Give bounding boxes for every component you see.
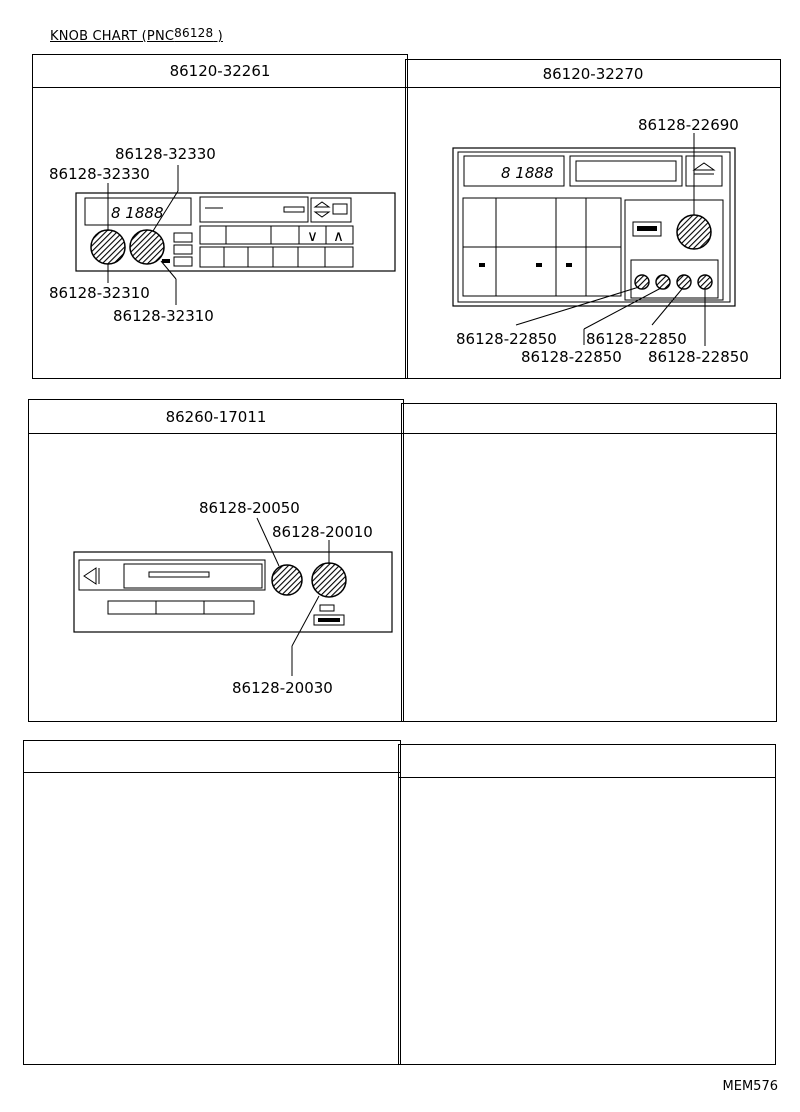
callout-tone-knob-3: 86128-22850: [586, 330, 687, 348]
display-text: 8 1888: [111, 204, 164, 222]
panel-header: 86120-32261: [33, 55, 407, 88]
title-pnc: 86128: [174, 26, 214, 40]
display-text: 8 1888: [501, 164, 554, 182]
cassette-slot: [199, 196, 309, 223]
panel-header: [399, 745, 775, 778]
title-prefix: KNOB CHART (PNC: [50, 29, 175, 44]
tone-knob-1: [634, 274, 650, 290]
cassette-slot: [569, 155, 683, 187]
eject-button: [310, 197, 352, 223]
panel-empty-6: [398, 744, 776, 1065]
callout-knob-large: 86128-20010: [272, 523, 373, 541]
main-knob: [676, 214, 712, 250]
display-window: [84, 197, 192, 226]
callout-knob-lower: 86128-20030: [232, 679, 333, 697]
cassette-slot: [78, 559, 266, 591]
panel-header: 86120-32270: [406, 60, 780, 88]
drawing-code: MEM576: [722, 1079, 778, 1094]
seek-down-glyph: ∨: [307, 227, 318, 245]
tuning-knob: [129, 229, 165, 265]
preset-buttons: [107, 600, 255, 615]
callout-tone-knob-2: 86128-22850: [521, 348, 622, 366]
tone-knob-2: [655, 274, 671, 290]
preset-row-upper: [199, 225, 354, 245]
panel-86260-17011: 86260-17011 86128-20050 86128-20010 8612: [28, 399, 404, 722]
panel-header: 86260-17011: [29, 400, 403, 434]
faceplate: [75, 192, 396, 272]
tone-knob-4: [697, 274, 713, 290]
radio-drawing-86120-32261: 8 1888 ∨ ∧ 86128-32330: [49, 145, 396, 325]
chart-title: KNOB CHART (PNC86128 ): [50, 26, 223, 44]
panel-header: [402, 404, 776, 434]
eject-button: [685, 155, 723, 187]
panel-86120-32270: 86120-32270 8 1888: [405, 59, 781, 379]
callout-tone-knob-4: 86128-22850: [648, 348, 749, 366]
faceplate: [73, 551, 393, 633]
radio-drawing-86120-32270: 8 1888 86128-22690 86128-22850 8: [452, 116, 749, 366]
radio-drawing-86260-17011: 86128-20050 86128-20010 86128-20030: [73, 499, 393, 697]
callout-knob-small: 86128-20050: [199, 499, 300, 517]
model-number: 86120-32261: [169, 62, 271, 80]
panel-empty-5: [23, 740, 401, 1065]
panel-empty-4: [401, 403, 777, 722]
display-window: [463, 155, 565, 187]
tone-knob-3: [676, 274, 692, 290]
callout-tuning-knob-upper: 86128-32330: [115, 145, 216, 163]
callout-tone-knob-1: 86128-22850: [456, 330, 557, 348]
callout-tuning-knob-lower: 86128-32310: [113, 307, 214, 325]
title-suffix: ): [213, 29, 223, 44]
panel-header: [24, 741, 400, 773]
model-number: 86120-32270: [542, 65, 644, 83]
callout-main-knob: 86128-22690: [638, 116, 739, 134]
knob-large: [311, 562, 347, 598]
callout-volume-knob-upper: 86128-32330: [49, 165, 150, 183]
knob-small: [271, 564, 303, 596]
callout-volume-knob-lower: 86128-32310: [49, 284, 150, 302]
faceplate-outer: [452, 147, 736, 307]
seek-up-glyph: ∧: [333, 227, 344, 245]
panel-86120-32261: 86120-32261 8 1888 ∨ ∧: [32, 54, 408, 379]
volume-knob: [90, 229, 126, 265]
preset-row-lower: [199, 246, 354, 268]
model-number: 86260-17011: [165, 408, 267, 426]
